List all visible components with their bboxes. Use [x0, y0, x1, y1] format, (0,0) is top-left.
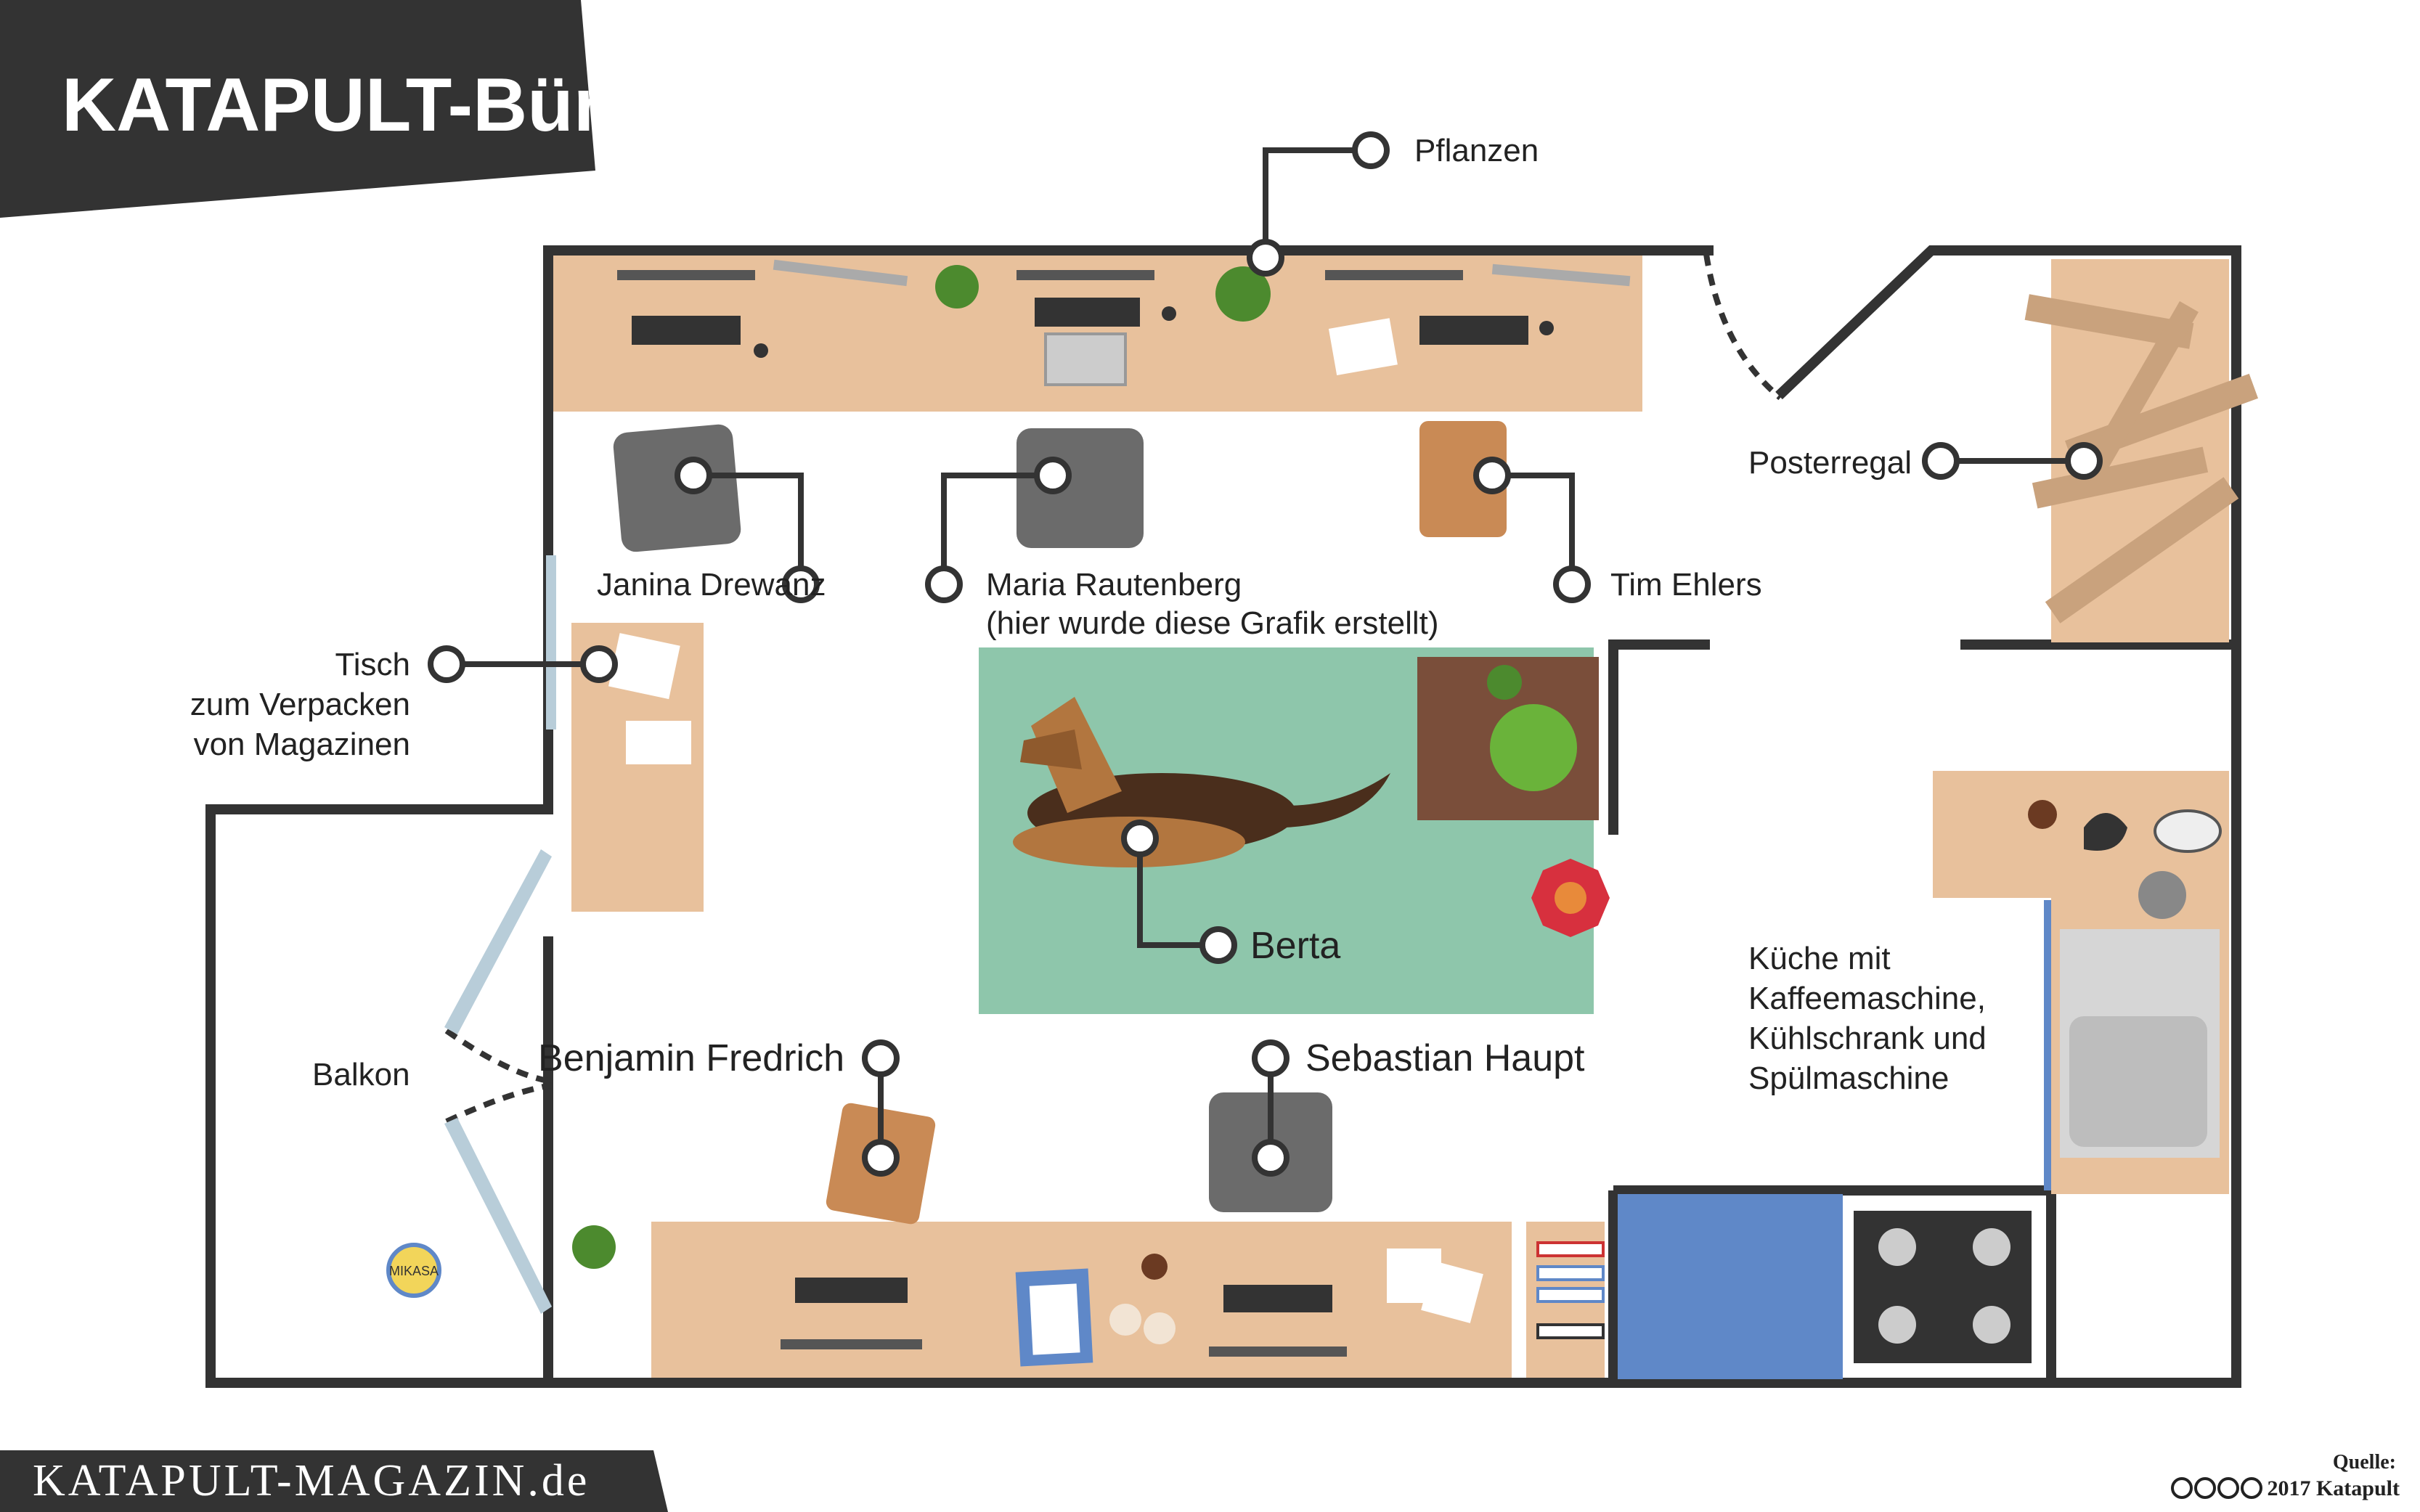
- marker-janina: [782, 565, 820, 603]
- plant-icon: [1487, 665, 1522, 700]
- label-maria-note: (hier wurde diese Grafik erstellt): [986, 605, 1439, 641]
- bottom-desk: [651, 1222, 1605, 1378]
- license-icons: [2171, 1477, 2262, 1499]
- label-benjamin: Benjamin Fredrich: [538, 1037, 844, 1079]
- cup-icon: [1141, 1254, 1168, 1280]
- paper: [1328, 318, 1398, 375]
- monitor: [1209, 1347, 1347, 1357]
- chair-tim: [1419, 421, 1507, 537]
- marker-benjamin: [862, 1039, 900, 1077]
- marker-poster: [2065, 442, 2103, 480]
- label-maria: Maria Rautenberg: [986, 567, 1242, 602]
- label-table-3: von Magazinen: [194, 727, 410, 762]
- ball-label: MIKASA: [389, 1264, 439, 1278]
- marker-sebastian: [1252, 1039, 1290, 1077]
- kettle-icon: [2138, 871, 2186, 919]
- binder: [1536, 1323, 1605, 1339]
- mouse: [1539, 321, 1554, 335]
- marker-tim: [1553, 565, 1591, 603]
- laptop: [1044, 332, 1127, 386]
- plant-icon: [572, 1225, 616, 1269]
- coffee-machine-icon: [2084, 813, 2127, 851]
- marker-maria: [925, 565, 963, 603]
- monitor: [1325, 270, 1463, 280]
- kitchen: [1618, 771, 2229, 1379]
- plant-icon: [1215, 266, 1271, 322]
- door-swings: [444, 253, 1783, 1124]
- label-table-2: zum Verpacken: [190, 687, 410, 722]
- plant-icon: [935, 265, 979, 308]
- mouse: [754, 343, 768, 358]
- cup-icon: [2028, 800, 2057, 829]
- marker-dog: [1121, 820, 1159, 857]
- marker-plants-origin: [1247, 239, 1284, 277]
- source-label: Quelle:: [2333, 1451, 2396, 1474]
- label-balcony: Balkon: [312, 1057, 410, 1092]
- source-text: 2017 Katapult: [2267, 1476, 2400, 1500]
- label-tim: Tim Ehlers: [1610, 567, 1762, 602]
- pointer-markers: [428, 131, 2103, 1177]
- dog-illustration: [1013, 697, 1390, 867]
- windows: [444, 555, 556, 1314]
- marker-table-label: [428, 645, 465, 683]
- label-kitchen-3: Kühlschrank und: [1748, 1021, 1987, 1056]
- plate-icon: [2154, 809, 2222, 853]
- keyboard: [1223, 1285, 1332, 1312]
- label-poster-shelf: Posterregal: [1748, 445, 1912, 481]
- keyboard: [1419, 316, 1528, 345]
- binder: [1536, 1287, 1605, 1303]
- marker-benjamin-chair: [862, 1139, 900, 1177]
- keyboard: [632, 316, 741, 345]
- marker-maria-chair: [1034, 457, 1072, 494]
- label-janina: Janina Drewanz: [597, 567, 826, 602]
- rug-area: [979, 647, 1610, 1014]
- keyboard: [795, 1278, 908, 1303]
- marker-plants: [1352, 131, 1390, 169]
- fridge: [1618, 1194, 1843, 1379]
- title-banner: KATAPULT-Büro: [0, 0, 649, 218]
- cup-icon: [1109, 1304, 1141, 1336]
- monitor: [1491, 263, 1631, 287]
- label-kitchen-4: Spülmaschine: [1748, 1061, 1949, 1096]
- mouse: [1162, 306, 1176, 321]
- marker-poster-label: [1922, 442, 1960, 480]
- plant-icon: [1490, 704, 1577, 791]
- marker-tim-chair: [1473, 457, 1511, 494]
- monitor: [773, 259, 908, 287]
- poster-shelf: [2024, 259, 2259, 642]
- top-desk: [553, 256, 1642, 412]
- label-sebastian: Sebastian Haupt: [1305, 1037, 1585, 1079]
- page-title: KATAPULT-Büro: [62, 63, 649, 147]
- marker-sebastian-chair: [1252, 1139, 1290, 1177]
- binder: [1536, 1241, 1605, 1257]
- label-kitchen-2: Kaffeemaschine,: [1748, 981, 1986, 1016]
- chair-janina: [613, 424, 741, 552]
- cup-icon: [1144, 1312, 1176, 1344]
- footer-website: KATAPULT-MAGAZIN.de: [33, 1456, 590, 1505]
- label-kitchen-1: Küche mit: [1748, 941, 1891, 976]
- monitor: [781, 1339, 922, 1349]
- chair-maria: [1017, 428, 1144, 548]
- binder: [1536, 1265, 1605, 1281]
- balcony-items: MIKASA: [386, 1225, 616, 1298]
- marker-janina-chair: [675, 457, 712, 494]
- ball-icon: [386, 1243, 441, 1298]
- label-table-1: Tisch: [335, 647, 411, 682]
- labels: Pflanzen Posterregal Janina Drewanz Mari…: [190, 133, 1987, 1096]
- monitor: [617, 270, 755, 280]
- monitor: [1017, 270, 1154, 280]
- marker-table: [580, 645, 618, 683]
- label-plants: Pflanzen: [1414, 133, 1539, 168]
- marker-berta: [1199, 926, 1237, 964]
- label-berta: Berta: [1250, 925, 1340, 967]
- packing-table: [571, 623, 704, 912]
- paper: [1421, 1261, 1483, 1323]
- keyboard: [1035, 298, 1140, 327]
- footer: KATAPULT-MAGAZIN.de Quelle: 2017 Katapul…: [0, 1450, 2400, 1512]
